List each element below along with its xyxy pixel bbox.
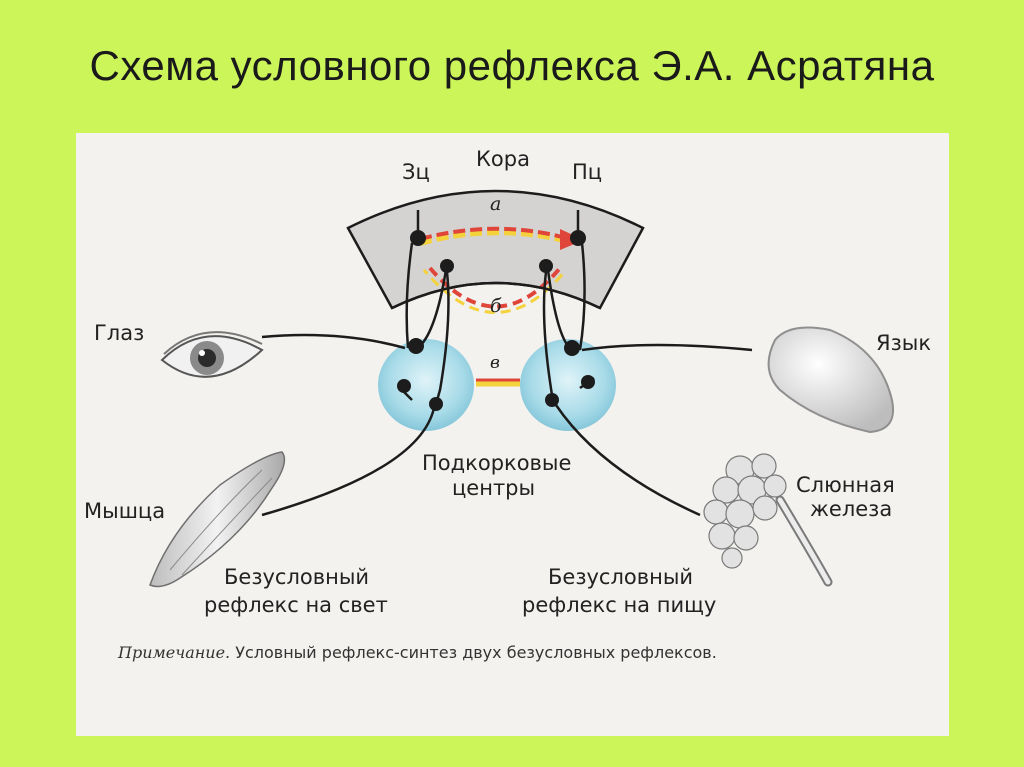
label-eye: Глаз bbox=[94, 321, 144, 345]
muscle-icon bbox=[149, 451, 286, 588]
label-subcortical-2: центры bbox=[452, 476, 535, 500]
path-a-red bbox=[419, 226, 567, 241]
label-path-c: в bbox=[490, 353, 500, 373]
salivary-gland-icon bbox=[703, 453, 833, 587]
footnote-prefix: Примечание. bbox=[117, 643, 230, 662]
label-food-center: Пц bbox=[572, 160, 602, 184]
cortex-inner-line bbox=[391, 281, 601, 310]
label-visual-center: Зц bbox=[402, 160, 430, 184]
label-food-reflex-2: рефлекс на пищу bbox=[522, 593, 716, 617]
label-path-a: а bbox=[490, 193, 501, 215]
neuron-bodies bbox=[397, 230, 595, 411]
footnote-text: Условный рефлекс-синтез двух безусловных… bbox=[235, 643, 717, 662]
label-tongue: Язык bbox=[876, 331, 931, 355]
path-b-yellow bbox=[422, 269, 568, 314]
label-food-reflex-1: Безусловный bbox=[548, 565, 693, 589]
slide-title: Схема условного рефлекса Э.А. Асратяна bbox=[89, 42, 935, 89]
label-light-reflex-2: рефлекс на свет bbox=[204, 593, 388, 617]
footnote: Примечание. Условный рефлекс-синтез двух… bbox=[117, 643, 717, 662]
eye-icon bbox=[160, 331, 264, 378]
label-subcortical-1: Подкорковые bbox=[422, 451, 571, 475]
label-salivary-gland-1: Слюнная bbox=[796, 473, 895, 497]
subcortical-center-right bbox=[520, 339, 616, 431]
label-light-reflex-1: Безусловный bbox=[224, 565, 369, 589]
path-a-yellow bbox=[419, 229, 573, 246]
tongue-icon bbox=[767, 326, 894, 434]
subcortical-center-left bbox=[378, 339, 474, 431]
label-path-b: б bbox=[490, 295, 502, 317]
label-cortex: Кора bbox=[476, 147, 530, 171]
label-salivary-gland-2: железа bbox=[810, 497, 892, 521]
label-muscle: Мышца bbox=[84, 499, 165, 523]
